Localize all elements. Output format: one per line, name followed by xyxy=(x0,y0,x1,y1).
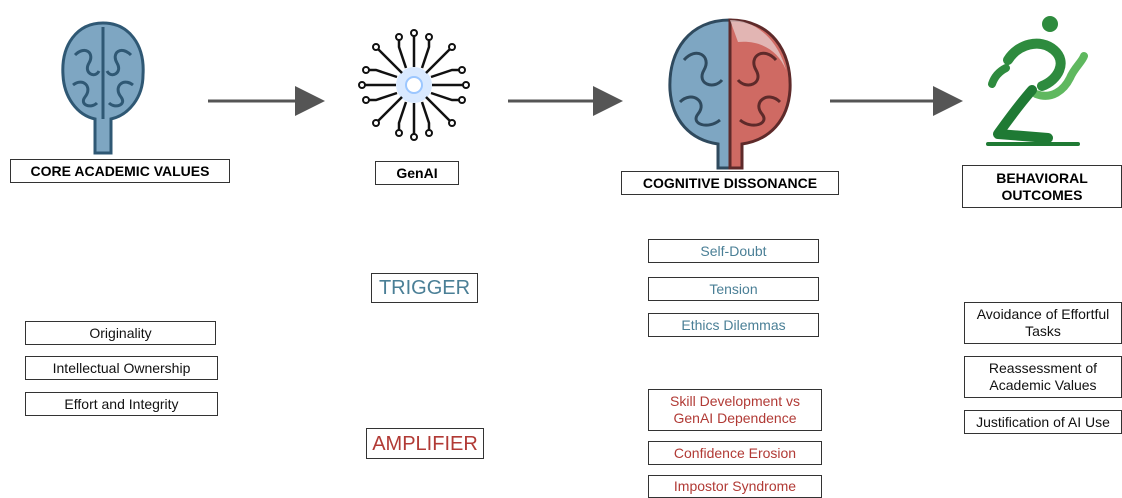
behavioral-outcomes-header: BEHAVIORAL OUTCOMES xyxy=(962,165,1122,208)
running-figure-icon xyxy=(986,16,1088,146)
outcome-item-justification: Justification of AI Use xyxy=(964,410,1122,434)
dissonance-item-skill-development: Skill Development vs GenAI Dependence xyxy=(648,389,822,431)
outcome-item-avoidance: Avoidance of Effortful Tasks xyxy=(964,302,1122,344)
brain-outline-icon xyxy=(61,21,145,155)
outcome-item-reassessment: Reassessment of Academic Values xyxy=(964,356,1122,398)
dissonance-item-impostor-syndrome: Impostor Syndrome xyxy=(648,475,822,498)
value-item-originality: Originality xyxy=(25,321,216,345)
dissonance-item-tension: Tension xyxy=(648,277,819,301)
value-item-intellectual-ownership: Intellectual Ownership xyxy=(25,356,218,380)
dissonance-item-confidence-erosion: Confidence Erosion xyxy=(648,441,822,465)
trigger-label: TRIGGER xyxy=(371,273,478,303)
cognitive-dissonance-header: COGNITIVE DISSONANCE xyxy=(621,171,839,195)
value-item-effort-integrity: Effort and Integrity xyxy=(25,392,218,416)
dissonance-item-self-doubt: Self-Doubt xyxy=(648,239,819,263)
dissonance-item-ethics-dilemmas: Ethics Dilemmas xyxy=(648,313,819,337)
genai-header: GenAI xyxy=(375,161,459,185)
amplifier-label: AMPLIFIER xyxy=(366,428,484,459)
core-values-header: CORE ACADEMIC VALUES xyxy=(10,159,230,183)
ai-circuit-icon xyxy=(358,29,470,141)
split-brain-icon xyxy=(668,18,792,170)
